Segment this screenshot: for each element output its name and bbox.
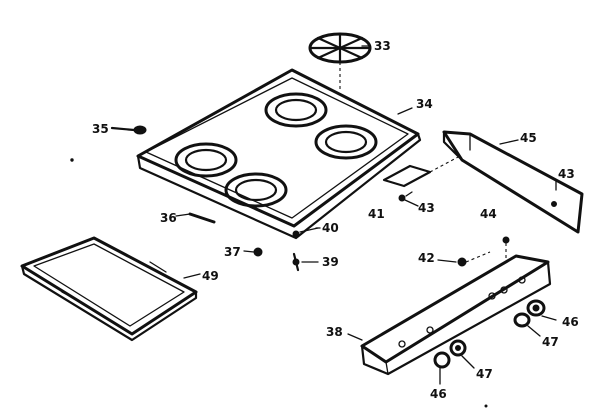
label-47-right: 47 <box>542 335 559 349</box>
label-40: 40 <box>322 221 339 235</box>
label-44: 44 <box>480 207 497 221</box>
label-37: 37 <box>224 245 241 259</box>
label-45: 45 <box>520 131 537 145</box>
burner-opening-left <box>174 142 238 178</box>
scan-specks <box>70 158 488 408</box>
label-42: 42 <box>418 251 435 265</box>
fastener-part-42 <box>457 251 491 267</box>
label-35: 35 <box>92 122 109 136</box>
screw-part-37 <box>243 247 263 257</box>
leader-lines <box>175 45 557 385</box>
screw-part-43-left <box>398 194 419 207</box>
label-41: 41 <box>368 207 385 221</box>
knob-part-46-bottom <box>433 351 451 369</box>
label-39: 39 <box>322 255 339 269</box>
label-38: 38 <box>326 325 343 339</box>
fastener-part-44 <box>502 236 510 258</box>
burner-opening-back <box>264 92 328 128</box>
drip-tray-part <box>20 236 198 342</box>
side-bracket-part <box>382 130 584 234</box>
screw-part-35 <box>110 125 147 135</box>
label-34: 34 <box>416 97 433 111</box>
label-36: 36 <box>160 211 177 225</box>
cooktop-part <box>136 68 422 240</box>
control-panel-part <box>360 254 552 376</box>
part-labels: 33 34 35 36 37 40 39 45 43 43 41 44 42 4… <box>92 39 579 401</box>
label-47-bottom: 47 <box>476 367 493 381</box>
knob-part-46-right <box>526 299 546 317</box>
label-43-left: 43 <box>418 201 435 215</box>
clip-part-36 <box>188 212 216 224</box>
label-33: 33 <box>374 39 391 53</box>
burner-opening-front <box>224 172 288 208</box>
fastener-part-40 <box>292 227 319 238</box>
label-43-right: 43 <box>558 167 575 181</box>
fastener-part-39 <box>292 252 319 272</box>
burner-opening-right <box>314 124 378 160</box>
label-46-bottom: 46 <box>430 387 447 401</box>
label-49: 49 <box>202 269 219 283</box>
burner-grate-part <box>308 32 372 90</box>
label-46-right: 46 <box>562 315 579 329</box>
knob-part-47-bottom <box>449 339 467 357</box>
knob-part-47-right <box>513 312 531 328</box>
